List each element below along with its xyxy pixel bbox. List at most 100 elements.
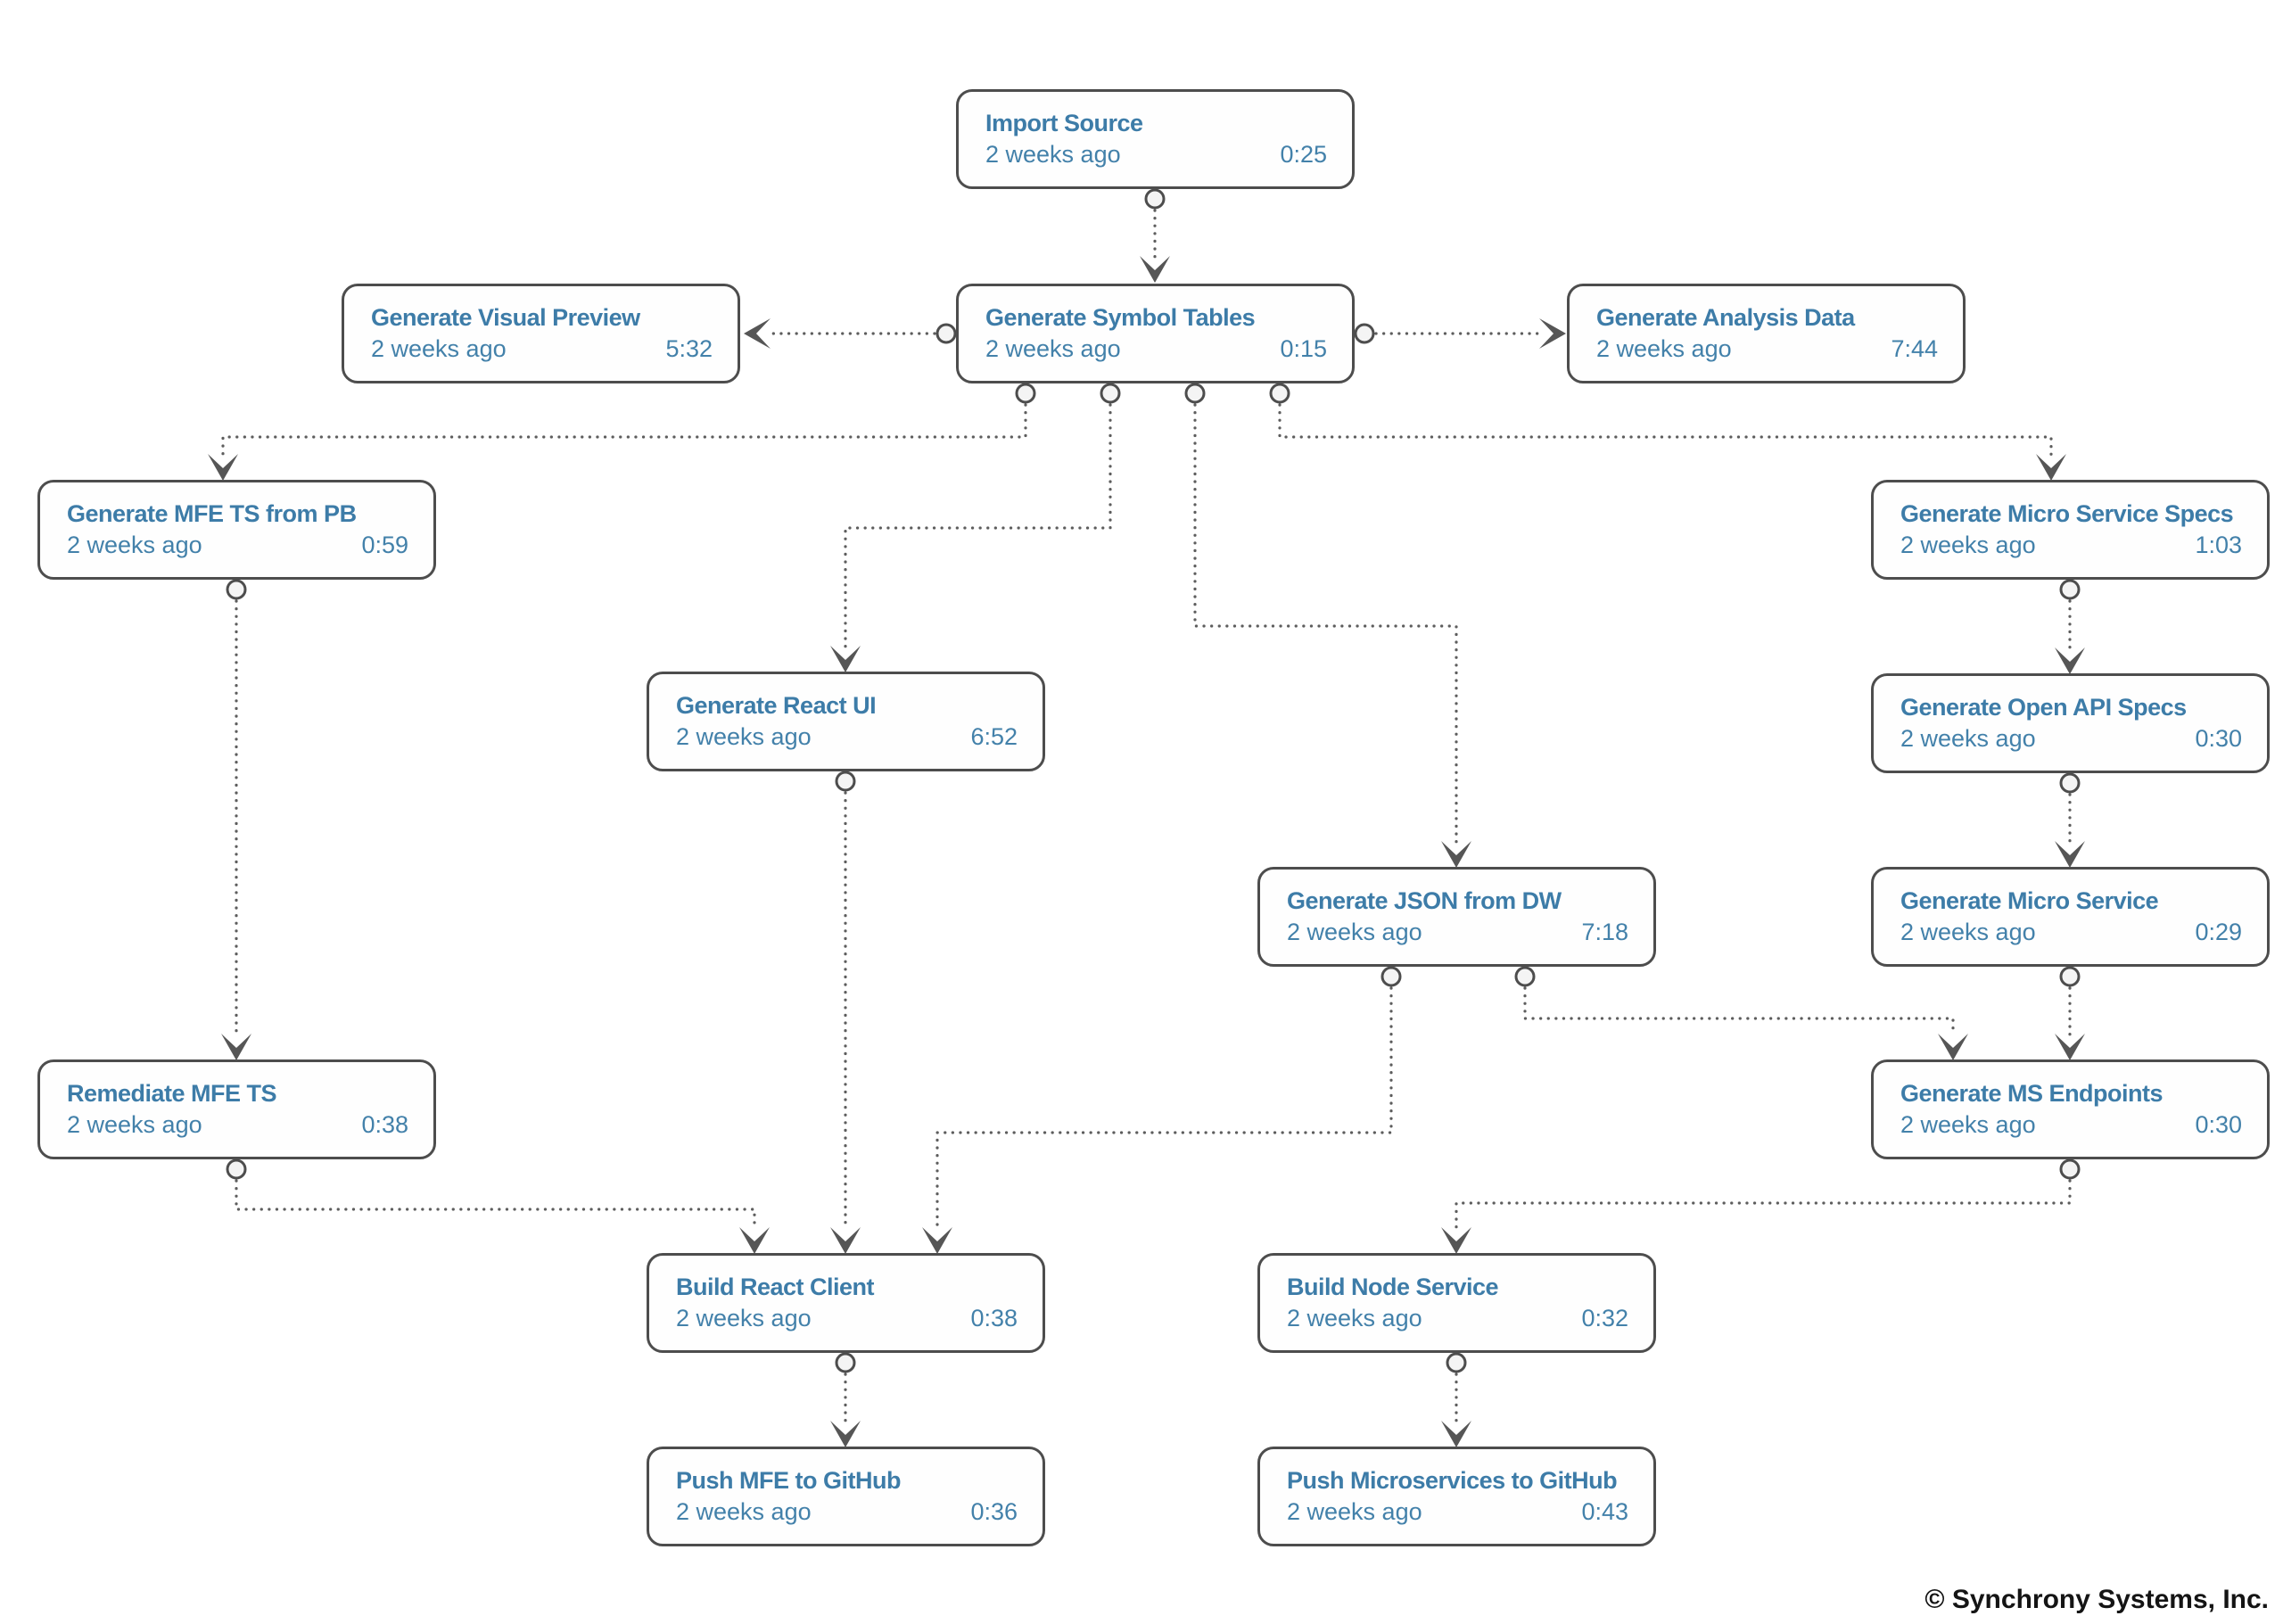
node-title: Remediate MFE TS bbox=[67, 1079, 277, 1107]
connector-line bbox=[844, 403, 1112, 649]
node-meta: 2 weeks ago 0:32 bbox=[1287, 1304, 1628, 1332]
node-updated-label: 2 weeks ago bbox=[1287, 918, 1422, 945]
node-meta: 2 weeks ago 0:29 bbox=[1900, 919, 2242, 946]
arrowhead-icon bbox=[221, 1034, 251, 1060]
node-duration-label: 0:15 bbox=[1280, 334, 1327, 362]
output-port-dot bbox=[2059, 579, 2081, 600]
node-duration-label: 7:18 bbox=[1581, 918, 1628, 945]
edge-build-react-client-to-push-mfe-to-github bbox=[830, 1352, 861, 1447]
node-duration-label: 0:38 bbox=[361, 1110, 408, 1138]
output-port-dot bbox=[1446, 1352, 1467, 1373]
node-title: Push MFE to GitHub bbox=[676, 1466, 901, 1494]
output-port-dot bbox=[2059, 966, 2081, 987]
arrowhead-icon bbox=[2055, 841, 2085, 868]
node-duration-label: 0:59 bbox=[361, 531, 408, 558]
node-title: Generate MS Endpoints bbox=[1900, 1079, 2163, 1107]
output-port-dot bbox=[1514, 966, 1536, 987]
node-title: Generate Visual Preview bbox=[371, 303, 640, 331]
node-updated-label: 2 weeks ago bbox=[1287, 1304, 1422, 1331]
arrowhead-icon bbox=[1441, 841, 1471, 868]
arrowhead-icon bbox=[830, 1421, 861, 1447]
output-port-dot bbox=[1269, 383, 1290, 404]
node-updated-label: 2 weeks ago bbox=[1900, 918, 2036, 945]
connector-line bbox=[235, 1179, 756, 1231]
node-duration-label: 5:32 bbox=[665, 334, 713, 362]
node-updated-label: 2 weeks ago bbox=[1900, 531, 2036, 558]
arrowhead-icon bbox=[2036, 454, 2066, 481]
output-port-dot bbox=[2059, 1158, 2081, 1180]
node-title: Generate Analysis Data bbox=[1596, 303, 1855, 331]
output-port-dot bbox=[226, 579, 247, 600]
node-meta: 2 weeks ago 0:15 bbox=[985, 334, 1327, 363]
node-updated-label: 2 weeks ago bbox=[676, 1497, 812, 1525]
node-updated-label: 2 weeks ago bbox=[985, 334, 1121, 362]
output-port-dot bbox=[1144, 188, 1166, 210]
node-title: Generate Micro Service bbox=[1900, 886, 2159, 914]
copyright-text: © Synchrony Systems, Inc. bbox=[1924, 1585, 2269, 1614]
edge-generate-json-from-dw-to-build-react-client bbox=[922, 966, 1402, 1254]
node-title: Generate Symbol Tables bbox=[985, 303, 1256, 331]
node-duration-label: 0:38 bbox=[970, 1304, 1018, 1331]
node-updated-label: 2 weeks ago bbox=[67, 531, 202, 558]
node-duration-label: 0:32 bbox=[1581, 1304, 1628, 1331]
node-title: Build React Client bbox=[676, 1273, 875, 1300]
edge-import-source-to-generate-symbol-tables bbox=[1140, 188, 1170, 283]
node-updated-label: 2 weeks ago bbox=[1287, 1497, 1422, 1525]
edge-generate-symbol-tables-to-generate-react-ui bbox=[830, 383, 1121, 672]
connector-line bbox=[1523, 986, 1955, 1037]
edge-remediate-mfe-ts-to-build-react-client bbox=[226, 1158, 770, 1254]
edge-generate-micro-service-specs-to-generate-open-api-specs bbox=[2055, 579, 2085, 674]
edge-generate-open-api-specs-to-generate-micro-service bbox=[2055, 772, 2085, 868]
node-duration-label: 0:29 bbox=[2195, 918, 2242, 945]
node-duration-label: 6:52 bbox=[970, 722, 1018, 750]
node-updated-label: 2 weeks ago bbox=[676, 722, 812, 750]
node-generate-micro-service[interactable]: Generate Micro Service 2 weeks ago 0:29 bbox=[1871, 867, 2270, 967]
arrowhead-icon bbox=[2055, 647, 2085, 674]
output-port-dot bbox=[1381, 966, 1402, 987]
arrowhead-icon bbox=[208, 454, 238, 481]
node-meta: 2 weeks ago 0:59 bbox=[67, 532, 408, 559]
edge-build-node-service-to-push-microservices-to-github bbox=[1441, 1352, 1471, 1447]
edge-generate-symbol-tables-to-generate-micro-service-specs bbox=[1269, 383, 2066, 481]
output-port-dot bbox=[1015, 383, 1036, 404]
arrowhead-icon bbox=[744, 318, 771, 349]
edge-generate-symbol-tables-to-generate-visual-preview bbox=[744, 318, 957, 349]
node-meta: 2 weeks ago 7:18 bbox=[1287, 919, 1628, 946]
node-generate-symbol-tables[interactable]: Generate Symbol Tables 2 weeks ago 0:15 bbox=[956, 284, 1355, 383]
output-port-dot bbox=[2059, 772, 2081, 794]
arrowhead-icon bbox=[1441, 1421, 1471, 1447]
output-port-dot bbox=[1354, 323, 1375, 344]
connector-line bbox=[935, 986, 1393, 1231]
node-updated-label: 2 weeks ago bbox=[985, 140, 1121, 168]
node-updated-label: 2 weeks ago bbox=[1596, 334, 1732, 362]
node-duration-label: 0:30 bbox=[2195, 724, 2242, 752]
connector-line bbox=[1455, 1179, 2072, 1231]
connector-line bbox=[221, 403, 1027, 458]
edge-generate-json-from-dw-to-generate-ms-endpoints bbox=[1514, 966, 1968, 1060]
arrowhead-icon bbox=[1140, 256, 1170, 283]
output-port-dot bbox=[1184, 383, 1206, 404]
